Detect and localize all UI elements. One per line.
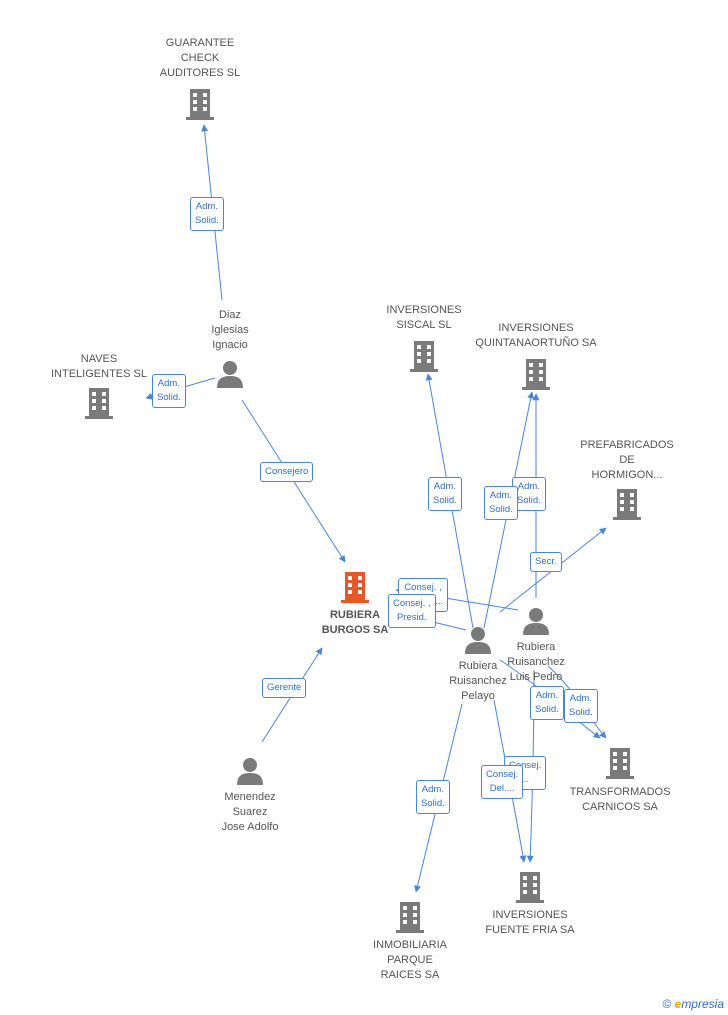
node-label: INVERSIONES FUENTE FRIA SA [485,909,575,936]
building-icon [613,489,641,520]
node-label: TRANSFORMADOS CARNICOS SA [569,786,671,813]
node-label: Rubiera Ruisanchez Luis Pedro [507,641,565,683]
edge-label-menendez-burgos[interactable]: Gerente [262,678,307,698]
building-icon [341,572,369,603]
person-icon [217,361,243,388]
node-inversiones-quintanaortuno[interactable]: INVERSIONES QUINTANAORTUÑO SA [466,321,606,391]
node-label: Diaz Iglesias Ignacio [211,309,249,351]
edge-label-pelayo-inmob[interactable]: Adm. Solid. [416,780,450,814]
node-rubiera-burgos[interactable]: RUBIERA BURGOS SA [312,570,398,638]
node-guarantee-check[interactable]: GUARANTEE CHECK AUDITORES SL [140,36,260,121]
node-inmobiliaria-parque-raices[interactable]: INMOBILIARIA PARQUE RAICES SA [360,900,460,983]
node-prefabricados-hormigon[interactable]: PREFABRICADOS DE HORMIGON... [572,438,682,521]
edge-label-pelayo-transf[interactable]: Adm. Solid. [564,689,598,723]
node-label: NAVES INTELIGENTES SL [51,353,147,380]
edge-label-diaz-guarantee[interactable]: Adm. Solid. [190,197,224,231]
edge-label-pelayo-quintana[interactable]: Adm. Solid. [484,486,518,520]
empresia-watermark: © empresia [662,997,724,1011]
node-transformados-carnicos[interactable]: TRANSFORMADOS CARNICOS SA [560,746,680,815]
node-label: INVERSIONES QUINTANAORTUÑO SA [475,322,597,349]
building-icon [186,89,214,120]
building-icon [516,872,544,903]
building-icon [396,902,424,933]
edge-label-pelayo-burgos[interactable]: Consej. , Presid. [388,594,436,628]
edge-label-pelayo-fuente-b[interactable]: Consej. Del.... [481,765,524,799]
node-label: RUBIERA BURGOS SA [321,609,389,636]
person-icon [465,627,491,654]
brand-logo-text: mpresia [681,997,724,1011]
node-label: INVERSIONES SISCAL SL [386,304,462,331]
node-naves-inteligentes[interactable]: NAVES INTELIGENTES SL [46,352,152,420]
edge-label-diaz-naves[interactable]: Adm. Solid. [152,374,186,408]
node-rubiera-pelayo[interactable]: Rubiera Ruisanchez Pelayo [438,625,518,704]
brand-logo-e: e [674,997,682,1011]
node-rubiera-luis-pedro[interactable]: Rubiera Ruisanchez Luis Pedro [496,606,576,685]
node-label: Rubiera Ruisanchez Pelayo [449,660,507,702]
edge-label-luis-prefab[interactable]: Secr. [530,552,562,572]
node-inversiones-fuente-fria[interactable]: INVERSIONES FUENTE FRIA SA [474,870,586,938]
building-icon [410,341,438,372]
edge-label-diaz-burgos[interactable]: Consejero [260,462,314,482]
node-label: INMOBILIARIA PARQUE RAICES SA [373,939,447,981]
person-icon [237,758,263,785]
edge-label-pelayo-siscal[interactable]: Adm. Solid. [428,477,462,511]
node-diaz-iglesias[interactable]: Diaz Iglesias Ignacio [190,308,270,389]
node-label: Menendez Suarez Jose Adolfo [221,791,279,833]
building-icon [85,388,113,419]
person-icon [523,608,549,635]
building-icon [522,359,550,390]
building-icon [606,748,634,779]
node-label: PREFABRICADOS DE HORMIGON... [580,439,674,481]
copyright-icon: © [662,997,672,1011]
node-inversiones-siscal[interactable]: INVERSIONES SISCAL SL [374,303,474,373]
edge-label-luis-transf[interactable]: Adm. Solid. [530,686,564,720]
node-label: GUARANTEE CHECK AUDITORES SL [159,37,241,79]
node-menendez-suarez[interactable]: Menendez Suarez Jose Adolfo [208,756,292,835]
